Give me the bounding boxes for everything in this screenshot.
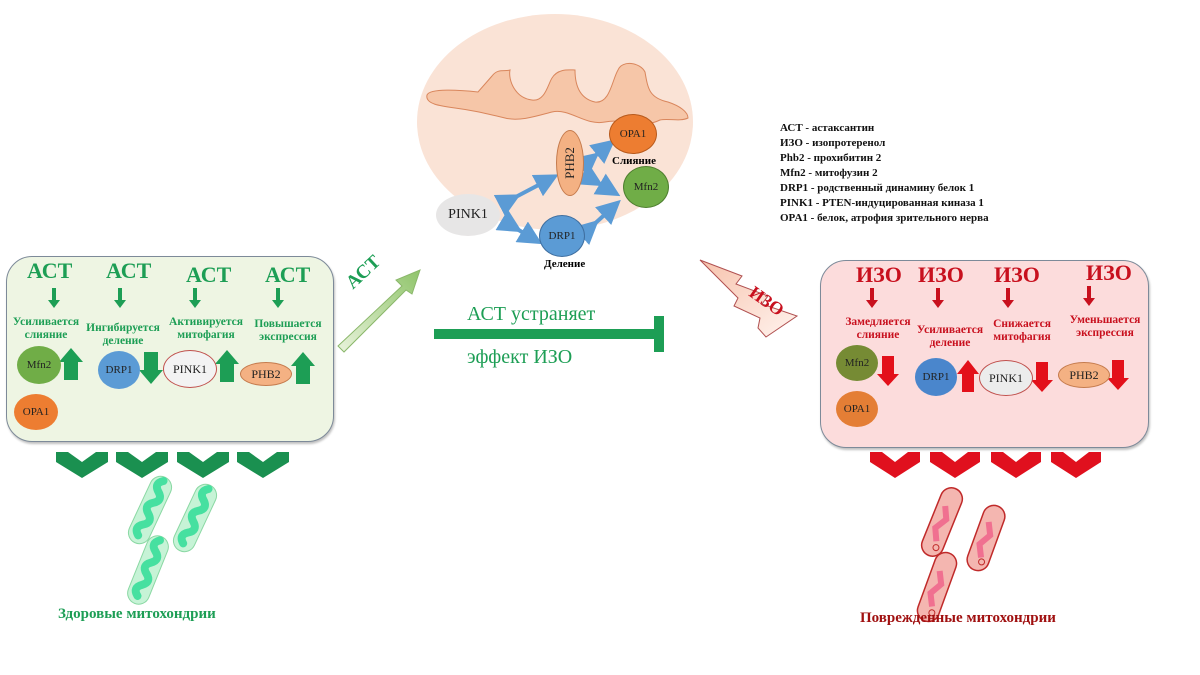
- abbreviation-legend: АСТ - астаксантин ИЗО - изопротеренол Ph…: [780, 121, 989, 226]
- mitochondrion-cristae: [426, 63, 689, 125]
- red-chevrons: [870, 452, 1101, 478]
- effect-label: Снижается митофагия: [993, 318, 1051, 343]
- healthy-mitochondrion: [172, 483, 218, 553]
- inhibition-text-line1: АСТ устраняет: [467, 303, 596, 325]
- damaged-mitochondria-caption: Поврежденные митохондрии: [860, 610, 1056, 626]
- phb2-label: PHB2: [562, 147, 578, 179]
- legend-item: ИЗО - изопротеренол: [780, 137, 886, 149]
- green-chevrons: [56, 452, 289, 478]
- protein-pink1: PINK1: [979, 360, 1033, 396]
- effect-label: Активируется митофагия: [169, 316, 243, 341]
- protein-opa1: OPA1: [609, 114, 657, 154]
- effect-label: Усиливается слияние: [12, 316, 80, 341]
- protein-drp1: DRP1: [915, 358, 957, 396]
- legend-item: OPA1 - белок, атрофия зрительного нерва: [780, 212, 989, 224]
- effect-label: Уменьшается экспрессия: [1069, 314, 1141, 339]
- damaged-mitochondrion: [920, 487, 964, 557]
- protein-phb2: PHB2: [1058, 362, 1110, 388]
- healthy-mitochondrion: [127, 475, 173, 545]
- effect-label: Повышается экспрессия: [254, 318, 322, 343]
- protein-mfn2: Mfn2: [836, 345, 878, 381]
- damaged-mitochondria: [916, 487, 1006, 623]
- ast-label: АСТ: [186, 262, 232, 287]
- damaged-mitochondrion: [966, 504, 1006, 572]
- ast-label: АСТ: [265, 262, 311, 287]
- protein-phb2: PHB2: [240, 362, 292, 386]
- damaged-mitochondrion: [916, 551, 958, 623]
- iso-lightning-bolt: [699, 259, 799, 338]
- healthy-mitochondrion: [127, 535, 169, 605]
- healthy-mitochondria-caption: Здоровые митохондрии: [58, 606, 216, 622]
- fusion-label: Слияние: [612, 155, 656, 167]
- healthy-mitochondria: [127, 475, 218, 605]
- protein-drp1: DRP1: [98, 351, 140, 389]
- ast-label: АСТ: [106, 258, 152, 283]
- legend-item: DRP1 - родственный динамину белок 1: [780, 182, 975, 194]
- legend-item: АСТ - астаксантин: [780, 122, 875, 134]
- effect-label: Замедляется слияние: [845, 316, 911, 341]
- fission-label: Деление: [544, 258, 586, 270]
- protein-phb2: PHB2: [556, 130, 584, 196]
- protein-opa1: OPA1: [14, 394, 58, 430]
- iso-label: ИЗО: [918, 262, 964, 287]
- effect-label: Усиливается деление: [916, 324, 984, 349]
- protein-pink1: PINK1: [163, 350, 217, 388]
- ast-label: АСТ: [27, 258, 73, 283]
- ast-arrow: [337, 269, 421, 353]
- legend-item: PINK1 - PTEN-индуцированная киназа 1: [780, 197, 984, 209]
- iso-label: ИЗО: [994, 262, 1040, 287]
- protein-mfn2: Mfn2: [623, 166, 669, 208]
- inhibition-line: [434, 316, 664, 352]
- inhibition-text-line2: эффект ИЗО: [467, 346, 573, 368]
- protein-mfn2: Mfn2: [17, 346, 61, 384]
- effect-label: Ингибируется деление: [86, 322, 160, 347]
- protein-opa1: OPA1: [836, 391, 878, 427]
- iso-label: ИЗО: [856, 262, 902, 287]
- iso-label: ИЗО: [1086, 260, 1132, 285]
- legend-item: Mfn2 - митофузин 2: [780, 167, 878, 179]
- interaction-arrows: [493, 139, 621, 245]
- protein-drp1: DRP1: [539, 215, 585, 257]
- protein-pink1: PINK1: [436, 194, 500, 236]
- legend-item: Phb2 - прохибитин 2: [780, 152, 882, 164]
